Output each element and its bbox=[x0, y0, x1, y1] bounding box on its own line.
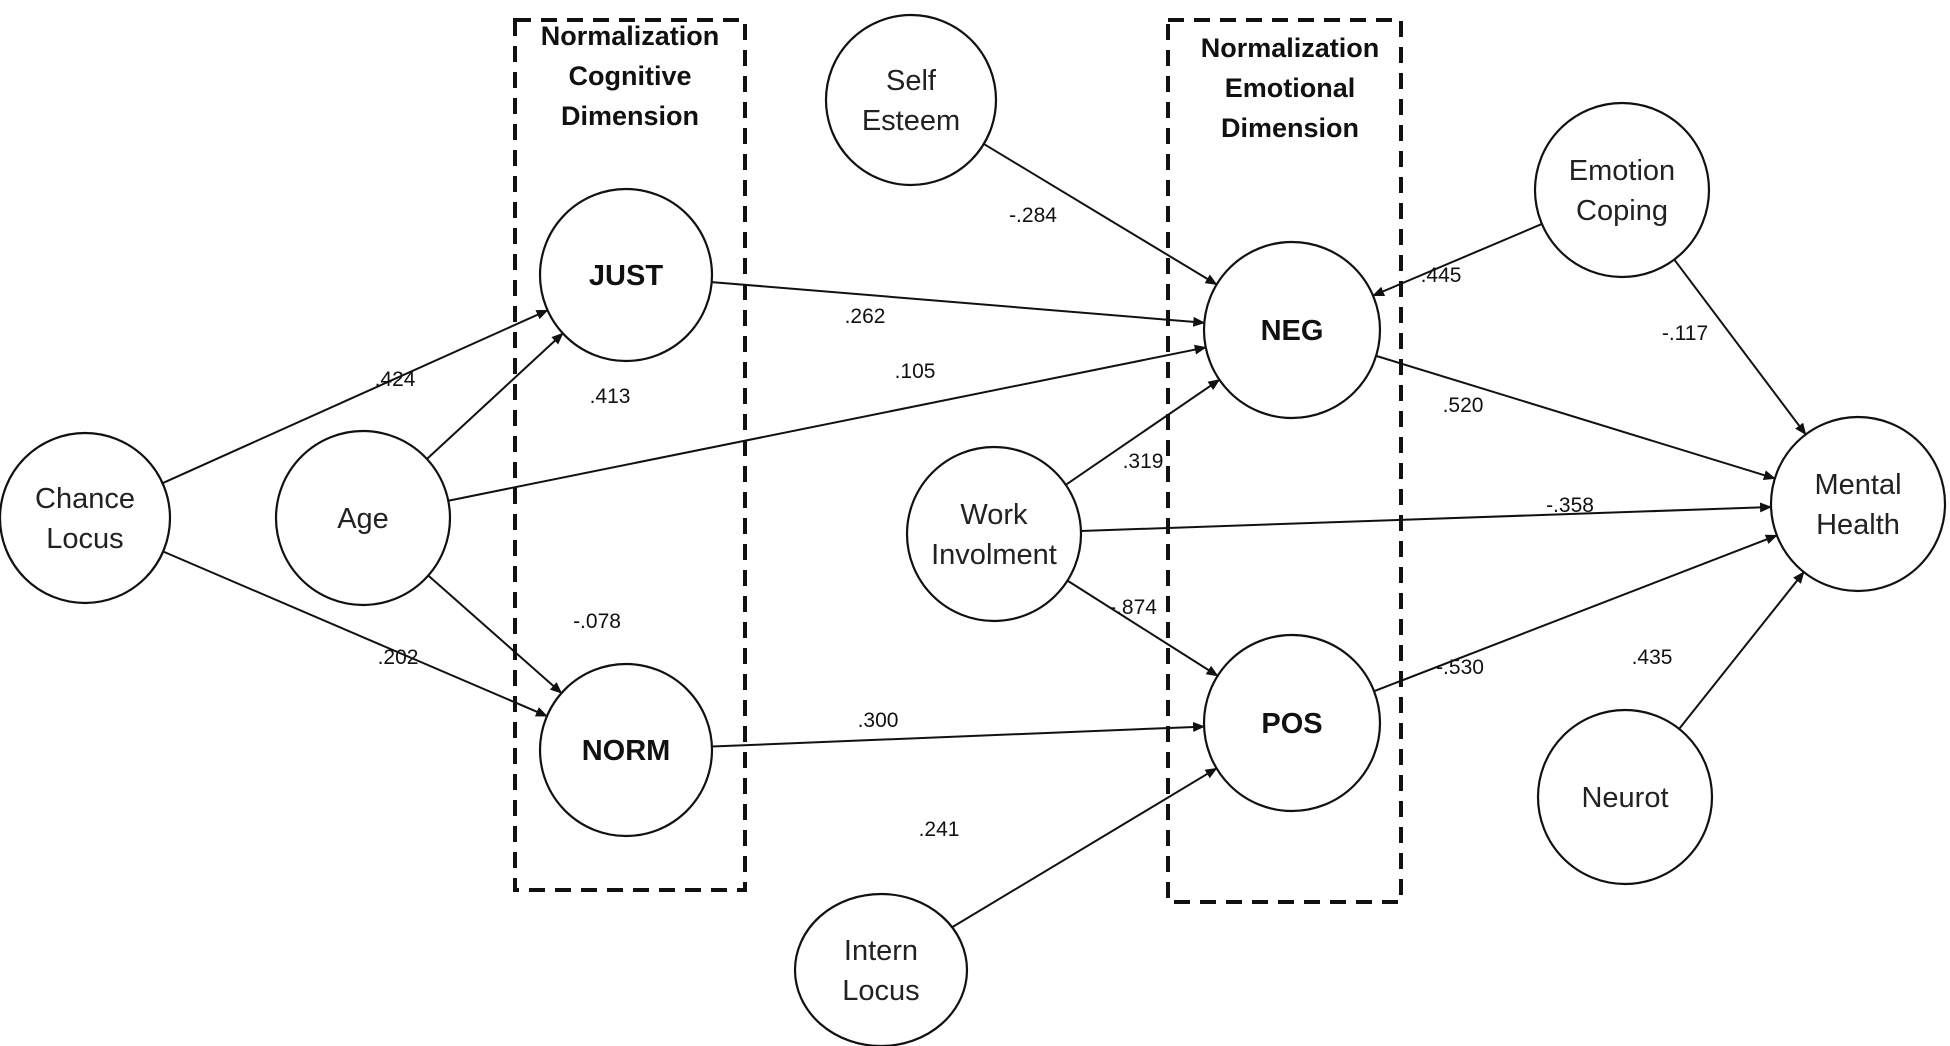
node-just-label: JUST bbox=[589, 260, 663, 292]
path-age-to-neg bbox=[448, 344, 1207, 502]
path-norm-to-pos bbox=[711, 722, 1206, 748]
node-neg-label: NEG bbox=[1261, 315, 1324, 347]
node-intern-locus-label: Locus bbox=[842, 975, 919, 1007]
coef-neurot-to-mental_health: .435 bbox=[1632, 646, 1673, 669]
group-emotional-box bbox=[1166, 18, 1403, 904]
node-mental-health-circle bbox=[1769, 415, 1947, 593]
node-emotion-coping-label: Coping bbox=[1576, 195, 1668, 227]
node-pos-circle bbox=[1202, 633, 1382, 813]
path-emotion_coping-to-neg bbox=[1372, 223, 1543, 297]
coef-emotion_coping-to-neg: .445 bbox=[1421, 264, 1462, 287]
coef-neg-to-mental_health: .520 bbox=[1443, 394, 1484, 417]
path-intern_locus-to-pos bbox=[951, 767, 1218, 929]
path-work_involvement-to-mental_health bbox=[1080, 502, 1773, 532]
node-norm-label: NORM bbox=[582, 735, 671, 767]
group-cognitive-title-line: Normalization bbox=[541, 21, 720, 51]
path-work_involvement-to-neg bbox=[1065, 378, 1221, 486]
path-age-to-just bbox=[426, 332, 564, 460]
group-cognitive-box bbox=[513, 18, 747, 892]
path-chance_locus-to-norm bbox=[162, 550, 548, 718]
path-neurot-to-mental_health bbox=[1678, 571, 1805, 730]
path-pos-to-mental_health bbox=[1373, 534, 1778, 693]
node-just: JUST bbox=[538, 187, 714, 363]
node-norm-circle bbox=[538, 662, 714, 838]
node-neurot-label: Neurot bbox=[1581, 782, 1668, 814]
node-neg-circle bbox=[1202, 240, 1382, 420]
node-self-esteem-label: Self bbox=[886, 65, 937, 97]
node-mental-health-label: Health bbox=[1816, 509, 1900, 541]
coef-self_esteem-to-neg: -.284 bbox=[1009, 204, 1057, 227]
coef-age-to-norm: -.078 bbox=[573, 610, 621, 633]
node-emotion-coping-label: Emotion bbox=[1569, 155, 1675, 187]
node-just-circle bbox=[538, 187, 714, 363]
node-self-esteem-circle bbox=[824, 13, 998, 187]
path-neg-to-mental_health bbox=[1375, 354, 1776, 480]
node-norm: NORM bbox=[538, 662, 714, 838]
node-work-involvement-label: Involment bbox=[931, 539, 1057, 571]
group-emotional-title-line: Normalization bbox=[1201, 33, 1380, 63]
group-cognitive-title-line: Dimension bbox=[561, 101, 699, 131]
node-neurot: Neurot bbox=[1536, 708, 1714, 886]
coef-pos-to-mental_health: -.530 bbox=[1436, 656, 1484, 679]
coef-work_involvement-to-pos: -.874 bbox=[1109, 596, 1157, 619]
node-intern-locus-label: Intern bbox=[844, 935, 918, 967]
node-emotion-coping-circle bbox=[1533, 101, 1711, 279]
group-emotional-title-line: Dimension bbox=[1221, 113, 1359, 143]
coef-just-to-neg: .262 bbox=[845, 305, 886, 328]
path-emotion_coping-to-mental_health bbox=[1673, 258, 1807, 436]
group-emotional-title-line: Emotional bbox=[1225, 73, 1356, 103]
coef-chance_locus-to-just: .424 bbox=[375, 368, 416, 391]
node-age: Age bbox=[274, 429, 452, 607]
coef-emotion_coping-to-mental_health: -.117 bbox=[1662, 322, 1708, 345]
coef-work_involvement-to-neg: .319 bbox=[1123, 450, 1164, 473]
path-age-to-norm bbox=[427, 574, 563, 694]
node-work-involvement-circle bbox=[905, 445, 1083, 623]
coef-intern_locus-to-pos: .241 bbox=[919, 818, 960, 841]
node-chance-locus-label: Locus bbox=[46, 523, 123, 555]
node-chance-locus-circle bbox=[0, 431, 172, 605]
path-work_involvement-to-pos bbox=[1066, 579, 1219, 677]
coef-age-to-just: .413 bbox=[590, 385, 631, 408]
node-mental-health-label: Mental bbox=[1814, 469, 1901, 501]
path-just-to-neg bbox=[711, 281, 1206, 327]
node-age-circle bbox=[274, 429, 452, 607]
node-chance-locus-label: Chance bbox=[35, 483, 135, 515]
path-chance_locus-to-just bbox=[162, 309, 549, 485]
path-self_esteem-to-neg bbox=[983, 143, 1218, 286]
group-cognitive-title-line: Cognitive bbox=[568, 61, 691, 91]
node-neurot-circle bbox=[1536, 708, 1714, 886]
node-intern-locus-circle bbox=[793, 892, 969, 1046]
node-age-label: Age bbox=[337, 503, 389, 535]
node-pos: POS bbox=[1202, 633, 1382, 813]
node-work-involvement-label: Work bbox=[960, 499, 1028, 531]
node-neg: NEG bbox=[1202, 240, 1382, 420]
node-pos-label: POS bbox=[1261, 708, 1322, 740]
coef-age-to-neg: .105 bbox=[895, 360, 936, 383]
coef-norm-to-pos: .300 bbox=[858, 709, 899, 732]
coef-chance_locus-to-norm: .202 bbox=[378, 646, 419, 669]
coef-work_involvement-to-mental_health: -.358 bbox=[1546, 494, 1594, 517]
node-self-esteem-label: Esteem bbox=[862, 105, 960, 137]
